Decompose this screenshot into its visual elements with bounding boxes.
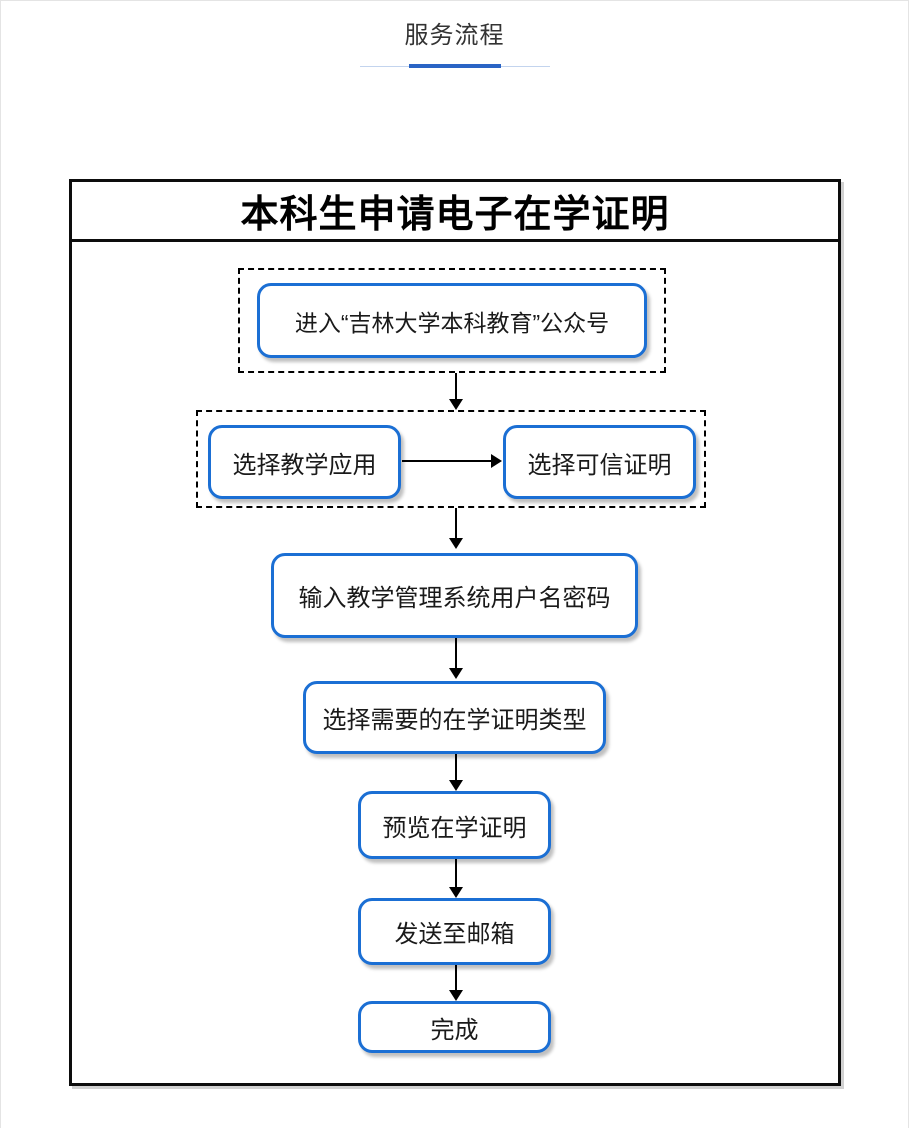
step-choose-cert-type: 选择需要的在学证明类型	[303, 681, 606, 754]
arrow-head	[449, 399, 463, 410]
step-send-to-email: 发送至邮箱	[358, 898, 551, 965]
arrow-right-icon	[402, 454, 502, 468]
arrow-shaft	[455, 373, 457, 399]
step-choose-trusted-cert: 选择可信证明	[503, 425, 696, 499]
step-choose-teaching-app: 选择教学应用	[208, 425, 401, 499]
arrow-down-4-icon	[449, 754, 463, 791]
tab-label: 服务流程	[404, 22, 505, 49]
dashed-group-entry: 进入“吉林大学本科教育”公众号	[238, 268, 666, 373]
arrow-head	[449, 538, 463, 549]
arrow-shaft	[402, 460, 491, 462]
underline-active-bar	[408, 64, 501, 68]
arrow-head	[449, 668, 463, 679]
arrow-shaft	[455, 508, 457, 538]
arrow-head	[491, 454, 502, 468]
arrow-down-6-icon	[449, 965, 463, 1001]
arrow-shaft	[455, 965, 457, 990]
arrow-head	[449, 780, 463, 791]
flowchart-body: 进入“吉林大学本科教育”公众号 选择教学应用 选择可信证明	[72, 242, 838, 1083]
flowchart-title: 本科生申请电子在学证明	[72, 182, 838, 242]
step-login-system: 输入教学管理系统用户名密码	[271, 553, 638, 638]
arrow-head	[449, 887, 463, 898]
arrow-head	[449, 990, 463, 1001]
arrow-down-2-icon	[449, 508, 463, 549]
arrow-shaft	[455, 754, 457, 780]
step-enter-official-account: 进入“吉林大学本科教育”公众号	[257, 283, 647, 358]
arrow-down-1-icon	[449, 373, 463, 410]
tab-service-flow[interactable]: 服务流程	[1, 15, 908, 69]
arrow-down-5-icon	[449, 859, 463, 898]
step-done: 完成	[358, 1001, 551, 1053]
tab-underline	[359, 64, 550, 69]
arrow-shaft	[455, 638, 457, 668]
arrow-down-3-icon	[449, 638, 463, 679]
dashed-group-select: 选择教学应用 选择可信证明	[196, 410, 706, 508]
arrow-shaft	[455, 859, 457, 887]
step-preview-cert: 预览在学证明	[358, 791, 551, 859]
flowchart-frame: 本科生申请电子在学证明 进入“吉林大学本科教育”公众号 选择教学应用 选择可信证…	[69, 179, 841, 1086]
